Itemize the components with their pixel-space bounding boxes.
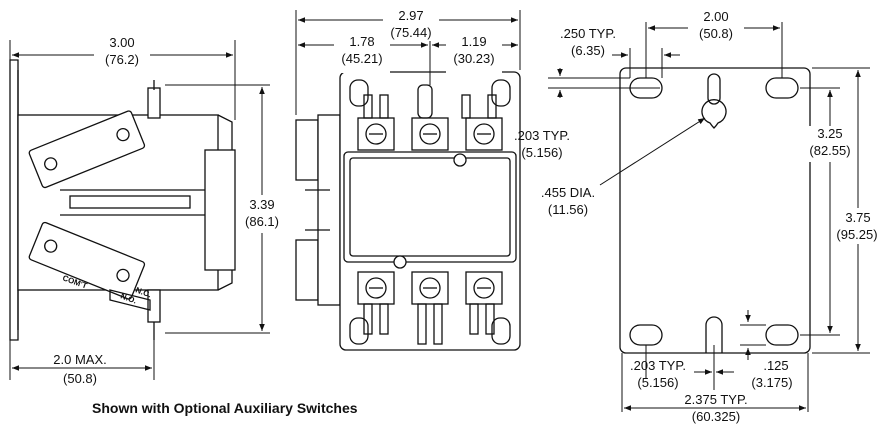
base-bottom-offset-mm: (5.156): [637, 375, 678, 390]
front-overall-mm: (75.44): [390, 25, 431, 40]
base-slot-radius-mm: (3.175): [751, 375, 792, 390]
front-overall-in: 2.97: [398, 8, 423, 23]
base-slot-width-in: .250 TYP.: [560, 26, 616, 41]
front-right-mm: (30.23): [453, 51, 494, 66]
base-bottom-spacing-mm: (60.325): [692, 409, 740, 424]
side-width-mm: (76.2): [105, 52, 139, 67]
base-top-spacing-mm: (50.8): [699, 26, 733, 41]
base-bottom-spacing-in: 2.375 TYP.: [684, 392, 747, 407]
base-bottom-offset-in: .203 TYP.: [630, 358, 686, 373]
base-hole-dia-mm: (11.56): [548, 202, 588, 217]
base-slot-width-mm: (6.35): [571, 43, 605, 58]
base-view: [619, 67, 811, 354]
base-slot-offset-mm: (5.156): [521, 145, 562, 160]
front-right-in: 1.19: [461, 34, 486, 49]
front-view: [295, 71, 521, 351]
side-max-mm: (50.8): [63, 371, 97, 386]
front-left-mm: (45.21): [341, 51, 382, 66]
side-height-mm: (86.1): [245, 214, 279, 229]
base-slot-offset-in: .203 TYP.: [514, 128, 570, 143]
side-height-in: 3.39: [249, 197, 274, 212]
caption: Shown with Optional Auxiliary Switches: [92, 400, 358, 416]
side-max-in: 2.0 MAX.: [53, 352, 106, 367]
base-slot-radius-in: .125: [763, 358, 788, 373]
base-hole-dia-in: .455 DIA.: [541, 185, 595, 200]
base-total-height-in: 3.75: [845, 210, 870, 225]
base-total-height-mm: (95.25): [836, 227, 877, 242]
side-width-in: 3.00: [109, 35, 134, 50]
base-mount-height-in: 3.25: [817, 126, 842, 141]
side-view: [9, 59, 236, 341]
base-top-spacing-in: 2.00: [703, 9, 728, 24]
front-left-in: 1.78: [349, 34, 374, 49]
base-mount-height-mm: (82.55): [809, 143, 850, 158]
